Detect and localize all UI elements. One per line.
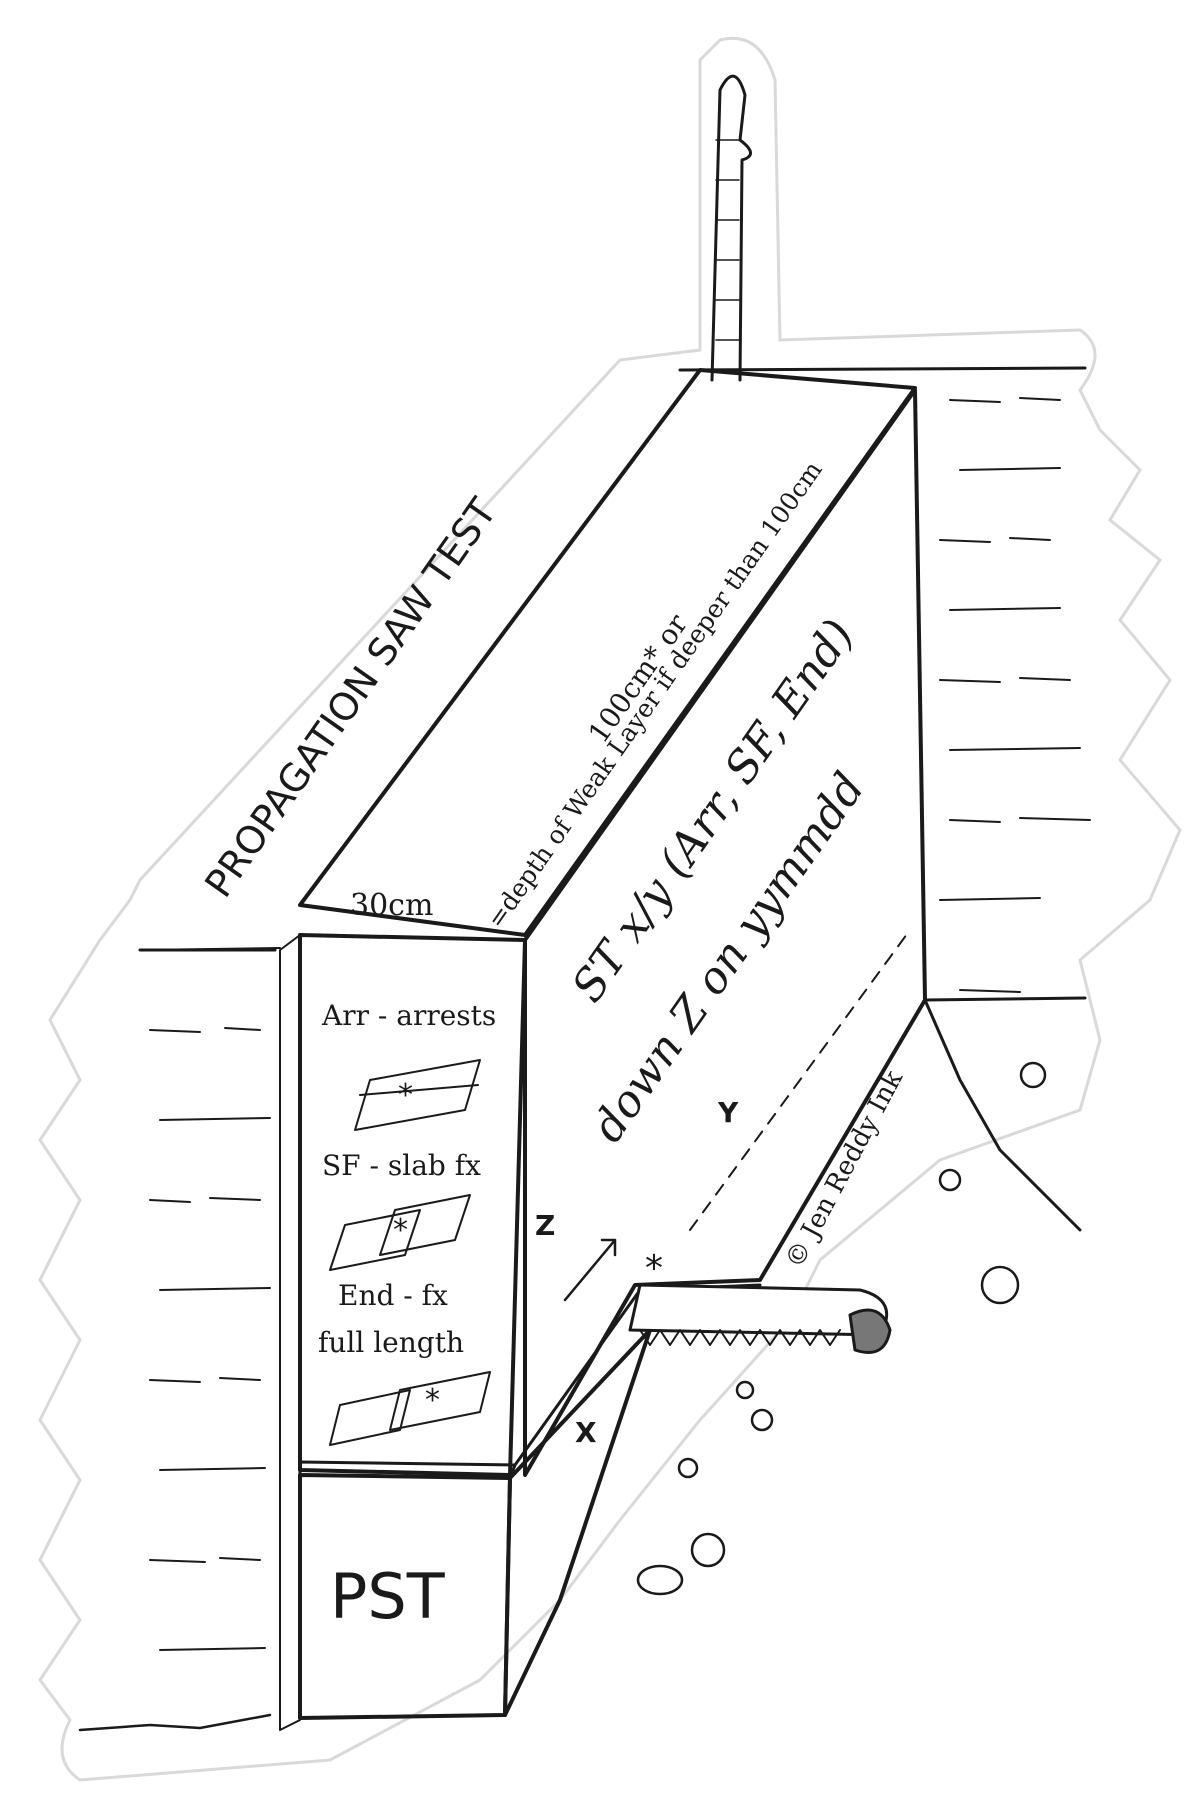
pst-block-side [503,1328,652,1717]
column-side-face [523,388,927,1477]
axis-x-label: X [575,1416,597,1449]
pit-wall-shading [279,934,301,1731]
fracture-marker-arr: * [398,1078,413,1113]
fracture-marker-saw: * [645,1248,663,1289]
column-width-label: 30cm [350,888,433,923]
snowpack-lines-left [78,947,281,1732]
legend-end-icon [329,1371,491,1446]
fracture-marker-sf: * [393,1213,408,1248]
legend-end-label-1: End - fx [338,1279,448,1312]
axis-y-label: Y [717,1096,739,1129]
fracture-marker-end: * [425,1383,440,1418]
pst-label: PST [330,1560,446,1633]
legend-sf-label: SF - slab fx [322,1149,481,1182]
sticker-outline [38,36,1182,1782]
pit-right-edge [923,996,1087,1232]
legend-end-label-2: full length [318,1326,464,1359]
snowpack-lines-right [939,397,1091,993]
snow-chunks [636,1061,1047,1596]
legend-arrest-icon [354,1059,481,1131]
legend-arr-label: Arr - arrests [321,999,496,1032]
saw-icon [628,1283,892,1354]
axis-z-label: Z [535,1209,555,1242]
snow-surface-line [138,366,1087,952]
legend-slab-fracture-icon [329,1194,471,1271]
y-guide-line [689,929,911,1231]
z-arrow [563,1238,617,1302]
weak-layer-band [298,1460,517,1480]
probe-icon [710,74,752,382]
